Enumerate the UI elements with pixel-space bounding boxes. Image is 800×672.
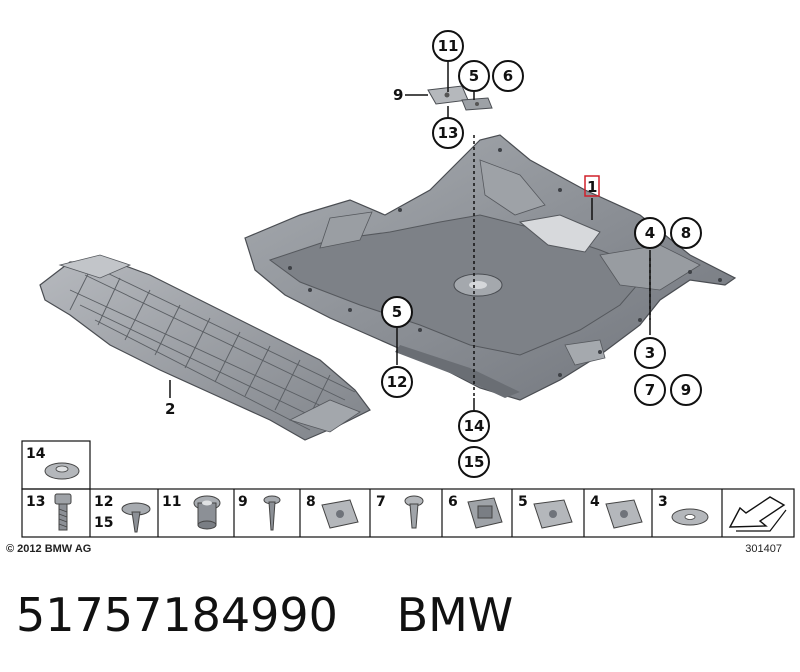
parts-diagram: 9 2 1 11 5 6 13 4 8 5 12 3 7 9 14 15 14 … — [21, 30, 795, 538]
strip-label-9: 9 — [238, 494, 248, 510]
highlight-box-part-1 — [584, 175, 600, 197]
callout-13-top: 13 — [432, 117, 464, 149]
callout-9-right: 9 — [670, 374, 702, 406]
svg-text:9: 9 — [681, 381, 691, 399]
svg-text:5: 5 — [392, 303, 402, 321]
screw-9-icon — [263, 495, 281, 531]
strip-label-8: 8 — [306, 494, 316, 510]
clip-nut-8-icon — [321, 499, 359, 529]
callout-3-right: 3 — [634, 337, 666, 369]
callout-5-middle: 5 — [381, 296, 413, 328]
svg-text:12: 12 — [387, 373, 408, 391]
diagram-number: 301407 — [745, 543, 782, 555]
strip-label-12: 12 — [94, 494, 113, 510]
direction-arrow-icon — [728, 496, 787, 532]
strip-label-11: 11 — [162, 494, 181, 510]
part-number-line: 51757184990 BMW — [16, 588, 513, 642]
strip-label-14: 14 — [26, 446, 46, 462]
callout-5-top: 5 — [458, 60, 490, 92]
strip-label-5: 5 — [518, 494, 528, 510]
svg-text:13: 13 — [438, 124, 459, 142]
strip-label-4: 4 — [590, 494, 600, 510]
leader-lines — [169, 62, 651, 410]
clip-nut-5-icon — [533, 499, 573, 529]
label-nine: 9 — [393, 86, 403, 104]
label-one: 1 — [587, 178, 597, 196]
brand-name: BMW — [396, 588, 514, 642]
callout-7-right: 7 — [634, 374, 666, 406]
callout-11-top: 11 — [432, 30, 464, 62]
svg-text:8: 8 — [681, 224, 691, 242]
callout-6-top: 6 — [492, 60, 524, 92]
screw-12-icon — [121, 502, 151, 533]
svg-text:5: 5 — [469, 67, 479, 85]
front-grid-shield — [39, 254, 371, 441]
copyright-text: © 2012 BMW AG — [6, 543, 92, 555]
strip-label-6: 6 — [448, 494, 458, 510]
clip-nut-4-icon — [605, 499, 643, 529]
callout-8-right: 8 — [670, 217, 702, 249]
callout-15-bottom: 15 — [458, 446, 490, 478]
washer-3-icon — [671, 508, 709, 526]
callout-12-middle: 12 — [381, 366, 413, 398]
rivet-7-icon — [404, 495, 424, 529]
svg-text:15: 15 — [464, 453, 485, 471]
parts-strip — [21, 440, 795, 538]
svg-text:11: 11 — [438, 37, 459, 55]
bolt-13-icon — [54, 493, 72, 531]
strip-label-15: 15 — [94, 515, 113, 531]
callout-4-right: 4 — [634, 217, 666, 249]
speed-nut-6-icon — [467, 497, 503, 529]
svg-text:4: 4 — [645, 224, 655, 242]
strip-label-3: 3 — [658, 494, 668, 510]
svg-text:6: 6 — [503, 67, 513, 85]
clip-14-icon — [44, 462, 80, 480]
svg-text:3: 3 — [645, 344, 655, 362]
part-number: 51757184990 — [16, 588, 338, 642]
svg-text:14: 14 — [464, 417, 485, 435]
label-two: 2 — [165, 400, 175, 418]
grommet-11-icon — [193, 495, 221, 530]
svg-text:7: 7 — [645, 381, 655, 399]
strip-label-13: 13 — [26, 494, 45, 510]
strip-label-7: 7 — [376, 494, 386, 510]
callout-14-bottom: 14 — [458, 410, 490, 442]
top-brackets — [427, 85, 493, 111]
